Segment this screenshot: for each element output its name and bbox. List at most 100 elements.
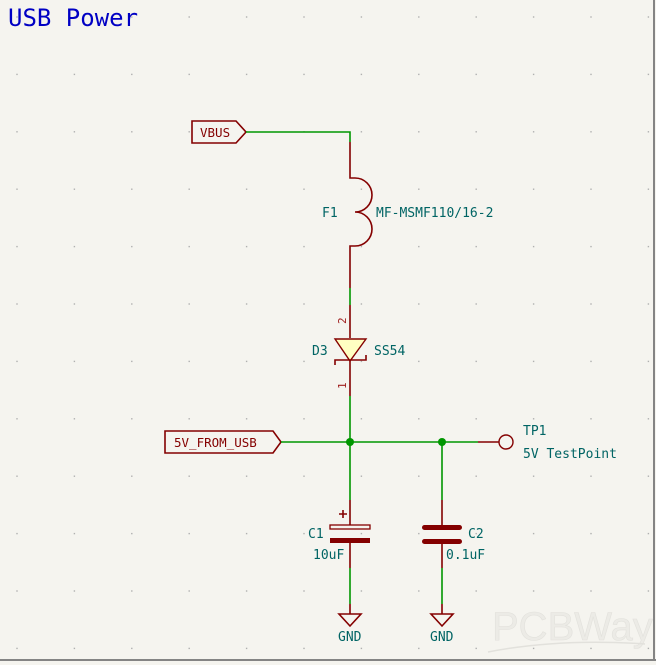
pcbway-watermark: PCBWay [487,605,653,653]
grid-dot [16,360,18,363]
grid-dot [647,303,650,305]
grid-dots [16,16,650,650]
grid-dot [303,360,305,363]
grid-dot [245,590,248,592]
grid-dot [73,647,76,650]
grid-dot [188,73,190,76]
grid-dot [418,647,420,650]
grid-dot [475,590,477,592]
grid-dot [532,188,535,190]
grid-dot [532,303,535,305]
grid-dot [360,590,363,592]
grid-dot [16,16,18,18]
grid-dot [188,16,190,18]
grid-dot [532,16,535,18]
wire-vbus[interactable] [246,131,351,142]
grid-dot [532,647,535,650]
grid-dot [188,131,190,133]
c1-value: 10uF [313,548,344,563]
grid-dot [188,418,190,420]
grid-dot [131,532,133,535]
grid-dot [188,360,190,363]
testpoint-value: 5V TestPoint [523,447,617,462]
grid-dot [647,360,650,363]
capacitor-c1[interactable]: C1 10uF [308,500,371,568]
grid-dot [188,475,190,477]
grid-dot [16,647,18,650]
grid-dot [131,590,133,592]
grid-dot [360,73,363,76]
grid-dot [73,590,76,592]
grid-dot [418,418,420,420]
grid-dot [303,73,305,76]
grid-dot [303,590,305,592]
grid-dot [131,303,133,305]
diode-d3[interactable]: 2 1 D3 SS54 [312,305,405,396]
grid-dot [73,303,76,305]
grid-dot [73,188,76,190]
grid-dot [418,245,420,248]
grid-dot [245,647,248,650]
diode-pin-anode: 2 [336,317,349,324]
grid-dot [245,360,248,363]
grid-dot [131,245,133,248]
grid-dot [647,532,650,535]
grid-dot [475,532,477,535]
grid-dot [245,418,248,420]
grid-dot [16,131,18,133]
fuse-f1[interactable]: F1 MF-MSMF110/16-2 [322,142,493,288]
sheet-title: USB Power [8,4,138,32]
grid-dot [418,532,420,535]
testpoint-tp1[interactable]: TP1 5V TestPoint [478,424,617,462]
gnd-symbol-2[interactable]: GND [429,604,455,645]
grid-dot [360,647,363,650]
grid-dot [188,303,190,305]
five-v-from-usb-global-label[interactable]: 5V_FROM_USB [164,430,282,454]
grid-dot [475,475,477,477]
grid-dot [418,590,420,592]
grid-dot [188,590,190,592]
grid-dot [647,245,650,248]
grid-dot [590,475,592,477]
grid-dot [245,73,248,76]
grid-dot [188,188,190,190]
grid-dot [590,590,592,592]
grid-dot [532,475,535,477]
grid-dot [647,418,650,420]
grid-dot [360,16,363,18]
grid-dot [475,73,477,76]
grid-dot [590,647,592,650]
capacitor-c2[interactable]: C2 0.1uF [422,500,485,568]
grid-dot [73,475,76,477]
gnd1-label: GND [338,630,362,645]
grid-dot [16,73,18,76]
grid-dot [418,16,420,18]
grid-dot [73,360,76,363]
grid-dot [647,73,650,76]
five-v-label-text: 5V_FROM_USB [174,435,257,450]
grid-dot [245,532,248,535]
grid-dot [360,418,363,420]
grid-dot [16,590,18,592]
grid-dot [360,131,363,133]
grid-dot [73,532,76,535]
grid-dot [532,245,535,248]
c1-ref: C1 [308,527,324,542]
testpoint-ref: TP1 [523,424,546,439]
gnd-symbol-1[interactable]: GND [337,604,363,645]
grid-dot [647,475,650,477]
grid-dot [418,360,420,363]
grid-dot [131,188,133,190]
grid-dot [303,16,305,18]
grid-dot [532,590,535,592]
vbus-global-label[interactable]: VBUS [191,120,248,144]
grid-dot [360,532,363,535]
grid-dot [590,131,592,133]
grid-dot [647,647,650,650]
grid-dot [131,360,133,363]
grid-dot [360,303,363,305]
grid-dot [475,360,477,363]
grid-dot [131,418,133,420]
grid-dot [360,188,363,190]
